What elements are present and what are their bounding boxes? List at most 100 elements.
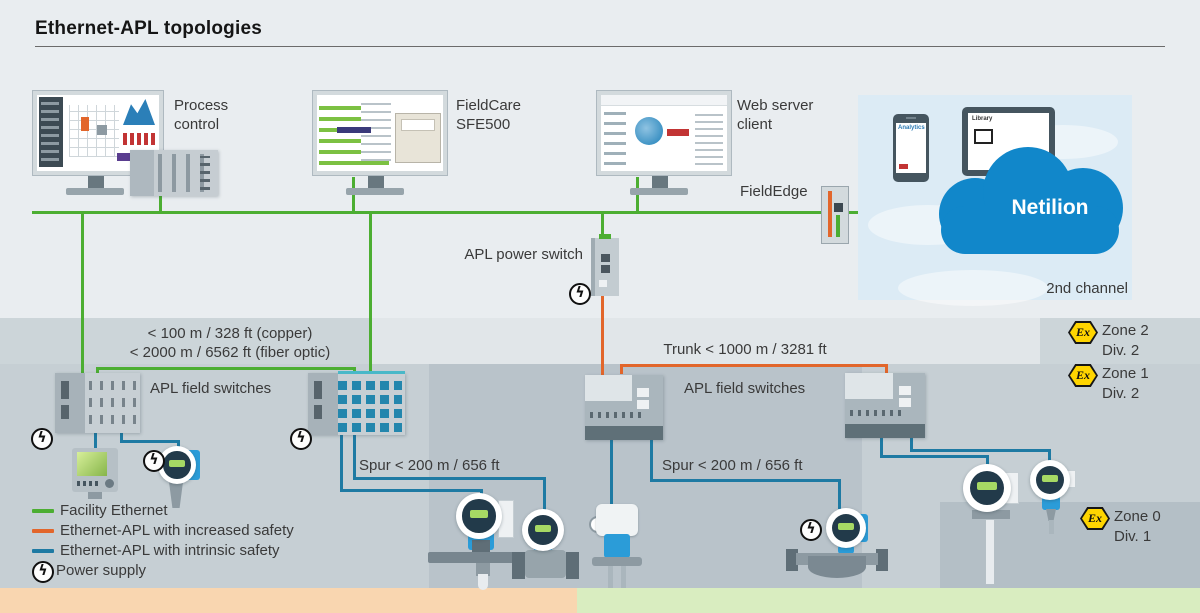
monitor-base bbox=[630, 188, 688, 195]
bus-to-switch1-link bbox=[81, 213, 84, 374]
legend-intrinsic-safety: Ethernet-APL with intrinsic safety bbox=[60, 542, 280, 559]
web-client-label-1: Web server bbox=[737, 97, 814, 114]
compact-transmitter-cone bbox=[1046, 509, 1056, 521]
apl-field-switch-4 bbox=[845, 373, 925, 438]
fieldcare-label-2: SFE500 bbox=[456, 116, 511, 133]
coriolis-belly bbox=[808, 556, 866, 578]
fork-prong bbox=[621, 566, 626, 588]
zone2-division: Div. 2 bbox=[1102, 342, 1140, 359]
field-display-device bbox=[72, 448, 118, 492]
flow-transmitter-head bbox=[522, 509, 564, 551]
spur-distance-label-right: Spur < 200 m / 656 ft bbox=[662, 457, 803, 474]
level-transmitter-head bbox=[456, 493, 502, 539]
switch1-spur-transmitter bbox=[177, 440, 180, 448]
smartphone: Analytics bbox=[893, 114, 929, 182]
zone0-division: Div. 1 bbox=[1114, 528, 1152, 545]
bus-to-powerswitch-link bbox=[601, 213, 604, 240]
fiber-distance-label: < 2000 m / 6562 ft (fiber optic) bbox=[129, 344, 331, 361]
display-stand bbox=[88, 492, 102, 499]
level-transmitter-tip bbox=[478, 574, 488, 590]
legend-facility-ethernet-swatch bbox=[32, 509, 54, 513]
fork-prong bbox=[608, 566, 613, 588]
title-rule bbox=[35, 46, 1165, 47]
zone1-division: Div. 2 bbox=[1102, 385, 1140, 402]
legend-increased-safety: Ethernet-APL with increased safety bbox=[60, 522, 294, 539]
flow-meter-flange-left bbox=[512, 552, 525, 579]
flow-meter-flange-right bbox=[566, 552, 579, 579]
probe-transmitter-flange bbox=[972, 510, 1010, 519]
trunk-bracket bbox=[620, 365, 623, 374]
apl-field-switches-label-right: APL field switches bbox=[684, 380, 806, 397]
zone2-label: Zone 2 bbox=[1102, 322, 1149, 339]
ex-icon: Ex bbox=[1068, 321, 1098, 344]
switch4-spur-1 bbox=[880, 438, 883, 458]
netilion-cloud bbox=[939, 147, 1123, 254]
legend-facility-ethernet: Facility Ethernet bbox=[60, 502, 168, 519]
coriolis-flange-right bbox=[876, 549, 888, 571]
ex-icon: Ex bbox=[1080, 507, 1110, 530]
coriolis-head bbox=[826, 508, 866, 548]
compact-transmitter-probe bbox=[1049, 520, 1054, 534]
monitor-stand bbox=[652, 175, 668, 188]
switch1-spur-display bbox=[94, 433, 97, 449]
plc-to-bus-link bbox=[159, 196, 162, 212]
monitor-stand bbox=[368, 175, 384, 188]
bus-to-switch2-link bbox=[369, 213, 372, 374]
apl-field-switches-label-left: APL field switches bbox=[150, 380, 272, 397]
switch3-spur-2 bbox=[650, 479, 841, 482]
flow-meter-body bbox=[525, 550, 566, 578]
fieldedge-gateway bbox=[821, 186, 849, 244]
legend-power-supply: Power supply bbox=[56, 562, 147, 579]
page-title: Ethernet-APL topologies bbox=[35, 18, 262, 39]
fieldedge-label: FieldEdge bbox=[740, 183, 808, 200]
process-control-label-1: Process bbox=[174, 97, 229, 114]
compact-transmitter-head bbox=[1030, 460, 1070, 500]
legend-increased-safety-swatch bbox=[32, 529, 54, 533]
bottom-strip-right bbox=[577, 588, 1200, 613]
switch1-switch2-bracket bbox=[96, 367, 356, 370]
transmitter-stem bbox=[169, 482, 183, 508]
monitor-stand bbox=[88, 175, 104, 188]
transmitter-device bbox=[158, 446, 196, 484]
level-transmitter-flange bbox=[428, 552, 538, 563]
switch1-spur-transmitter bbox=[120, 440, 180, 443]
power-supply-icon: ϟ bbox=[569, 283, 591, 305]
apl-power-switch-label: APL power switch bbox=[464, 246, 583, 263]
fieldcare-monitor bbox=[313, 91, 447, 175]
switch3-spur-1 bbox=[610, 440, 613, 506]
coriolis-flange-left bbox=[786, 549, 798, 571]
switch3-spur-2 bbox=[838, 479, 841, 509]
probe-rod bbox=[985, 519, 995, 585]
switch1-spur-transmitter bbox=[120, 433, 123, 442]
bottom-strip-left bbox=[0, 588, 577, 613]
switch2-spur-2 bbox=[353, 435, 356, 480]
powerswitch-to-switch3-trunk bbox=[601, 294, 604, 376]
tablet-app-title: Library bbox=[972, 116, 993, 122]
zone2-band-right bbox=[1040, 318, 1200, 364]
switch2-spur-1 bbox=[340, 489, 483, 492]
probe-transmitter-head bbox=[963, 464, 1011, 512]
copper-distance-label: < 100 m / 328 ft (copper) bbox=[147, 325, 313, 342]
coriolis-neck bbox=[838, 545, 854, 554]
level-transmitter-neck bbox=[472, 540, 490, 554]
apl-field-switch-2 bbox=[308, 371, 405, 435]
switch2-spur-2 bbox=[353, 477, 546, 480]
switch2-spur-2 bbox=[543, 477, 546, 511]
phone-app-title: Analytics bbox=[898, 125, 925, 131]
zone1-label: Zone 1 bbox=[1102, 365, 1149, 382]
second-channel-label: 2nd channel bbox=[1046, 280, 1128, 297]
switch4-spur-2 bbox=[1048, 449, 1051, 462]
switch3-spur-2 bbox=[650, 440, 653, 482]
switch4-spur-1 bbox=[986, 455, 989, 466]
power-supply-icon: ϟ bbox=[143, 450, 165, 472]
switch1-switch2-bracket bbox=[96, 368, 99, 375]
spur-distance-label-left: Spur < 200 m / 656 ft bbox=[359, 457, 500, 474]
trunk-distance-label: Trunk < 1000 m / 3281 ft bbox=[663, 341, 827, 358]
apl-power-switch bbox=[591, 234, 619, 296]
apl-field-switch-1 bbox=[55, 373, 140, 433]
facility-ethernet-bus bbox=[32, 211, 958, 214]
switch4-spur-2 bbox=[910, 449, 1051, 452]
monitor-base bbox=[346, 188, 404, 195]
switch4-spur-2 bbox=[910, 438, 913, 452]
